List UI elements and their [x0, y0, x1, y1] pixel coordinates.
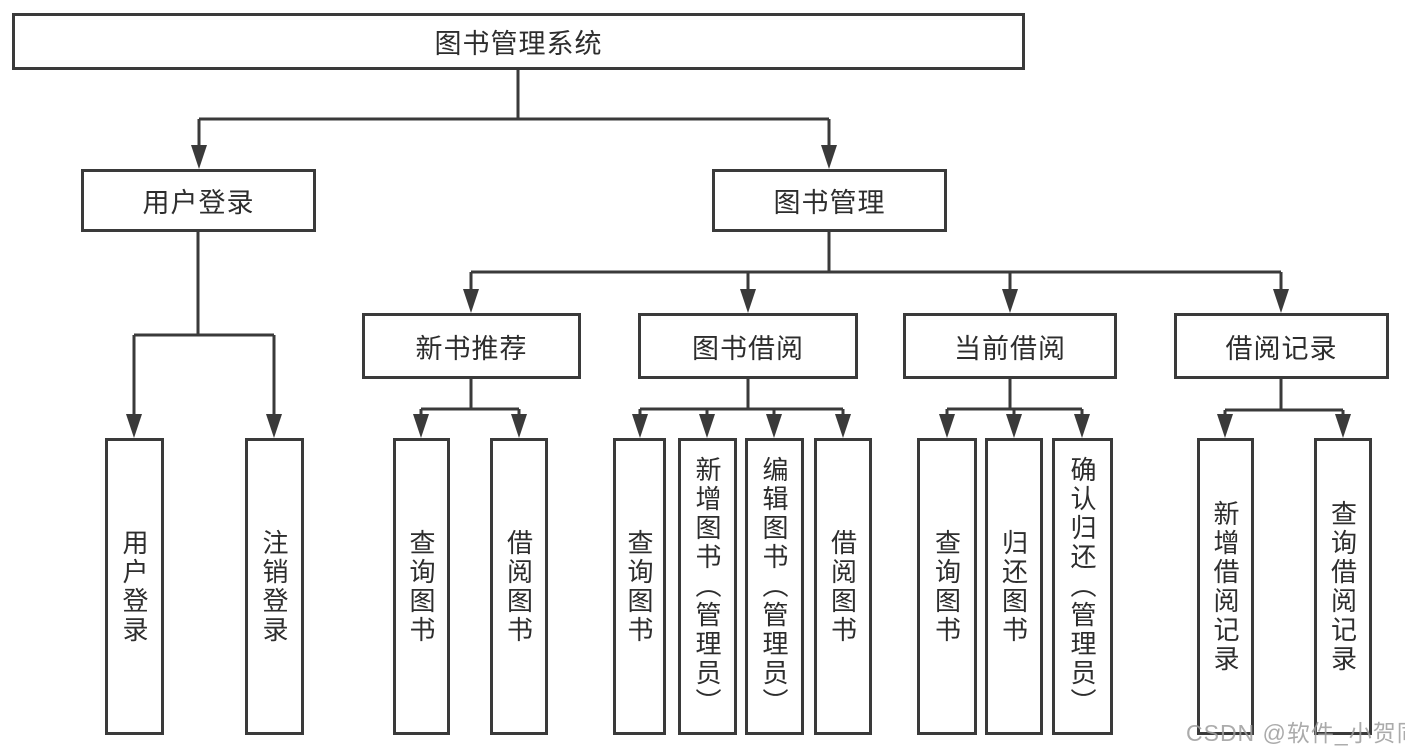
arrowhead-icon	[511, 414, 527, 438]
connector-root	[197, 70, 831, 147]
leaf-br-add-record: 新增借阅记录	[1197, 438, 1254, 735]
arrowhead-icon	[632, 414, 648, 438]
arrowhead-icon	[821, 145, 837, 169]
connector-current-borrowing	[945, 379, 1084, 416]
arrowhead-icons	[126, 145, 1351, 438]
node-root: 图书管理系统	[12, 13, 1025, 70]
node-new-book-recommend: 新书推荐	[362, 313, 581, 379]
node-user-login-branch: 用户登录	[81, 169, 316, 232]
leaf-cb-confirm-return-admin: 确认归还（管理员）	[1052, 438, 1113, 735]
arrowhead-icon	[463, 289, 479, 313]
arrowhead-icon	[1335, 414, 1351, 438]
arrowhead-icon	[740, 289, 756, 313]
watermark: CSDN @软件_小贺同学	[1186, 720, 1405, 746]
leaf-logout: 注销登录	[245, 438, 304, 735]
arrowhead-icon	[939, 414, 955, 438]
leaf-user-login: 用户登录	[105, 438, 164, 735]
node-book-borrowing: 图书借阅	[638, 313, 858, 379]
connector-user-login	[132, 232, 276, 416]
arrowhead-icon	[699, 414, 715, 438]
node-current-borrowing: 当前借阅	[903, 313, 1117, 379]
arrowhead-icon	[266, 414, 282, 438]
arrowhead-icon	[1074, 414, 1090, 438]
arrowhead-icon	[1217, 414, 1233, 438]
arrowhead-icon	[126, 414, 142, 438]
arrowhead-icon	[1273, 289, 1289, 313]
connector-borrowing-records	[1223, 379, 1345, 416]
arrowhead-icon	[1002, 289, 1018, 313]
leaf-bb-edit-books-admin: 编辑图书（管理员）	[745, 438, 804, 735]
leaf-cb-return-books: 归还图书	[985, 438, 1043, 735]
leaf-cb-query-books: 查询图书	[917, 438, 977, 735]
leaf-nbr-borrow-books: 借阅图书	[490, 438, 548, 735]
leaf-br-query-record: 查询借阅记录	[1314, 438, 1372, 735]
node-book-management-branch: 图书管理	[712, 169, 947, 232]
arrowhead-icon	[191, 145, 207, 169]
leaf-bb-add-books-admin: 新增图书（管理员）	[678, 438, 737, 735]
node-borrowing-records: 借阅记录	[1174, 313, 1389, 379]
arrowhead-icon	[1006, 414, 1022, 438]
connector-lines	[132, 70, 1345, 416]
connector-book-management	[469, 232, 1283, 291]
arrowhead-icon	[766, 414, 782, 438]
arrowhead-icon	[413, 414, 429, 438]
connector-book-borrowing	[638, 379, 845, 416]
connector-new-book-recommend	[419, 379, 521, 416]
leaf-bb-borrow-books: 借阅图书	[814, 438, 872, 735]
leaf-nbr-query-books: 查询图书	[393, 438, 450, 735]
arrowhead-icon	[835, 414, 851, 438]
leaf-bb-query-books: 查询图书	[613, 438, 666, 735]
